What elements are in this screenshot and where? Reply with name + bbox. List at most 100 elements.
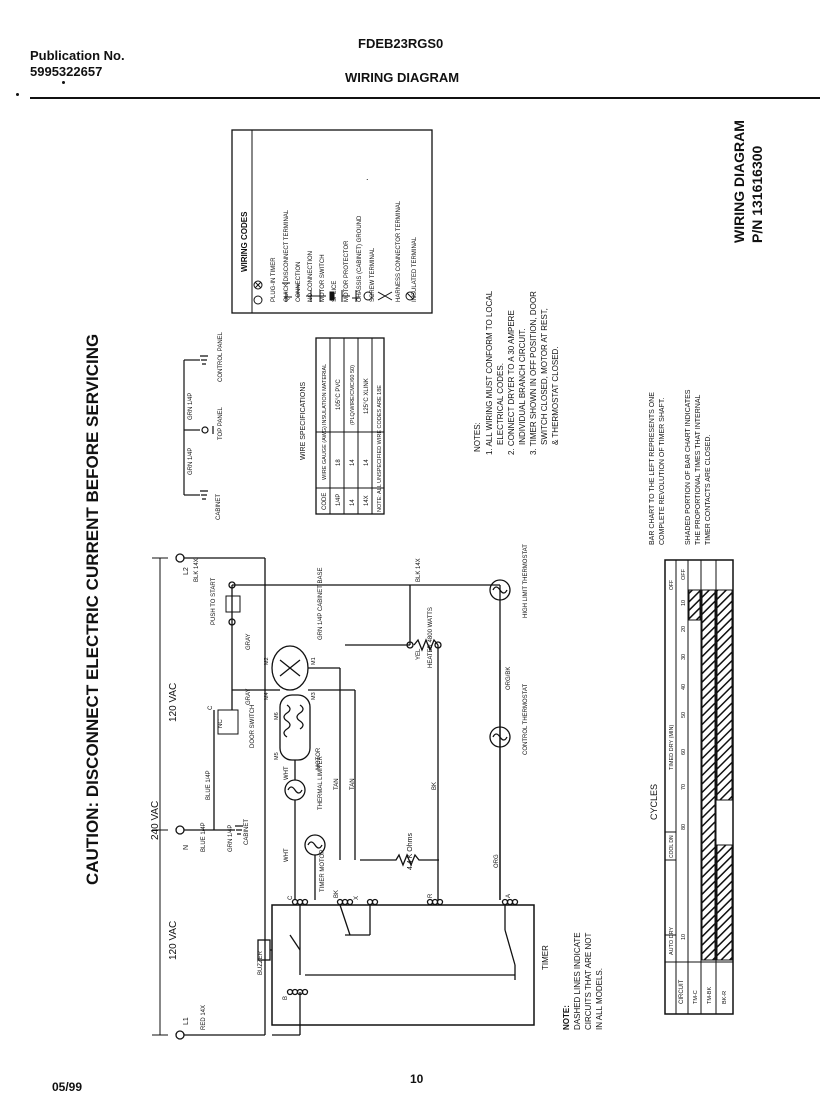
label-yel: YEL: [416, 648, 422, 660]
label-term-c: C: [288, 895, 294, 900]
wire-spec-note: NOTE: ALL UNSPECIFIED WIRE CODES ARE 18E: [377, 385, 383, 512]
wire-spec-r1-gauge: 14: [350, 459, 356, 466]
label-m5: M5: [274, 752, 280, 760]
label-bk-top: BLK 14X: [416, 558, 422, 582]
bar-chart-notes: BAR CHART TO THE LEFT REPRESENTS ONE COM…: [649, 389, 712, 545]
cycles-title: CYCLES: [649, 784, 659, 820]
wire-spec-r1-mat: (PLQ/WIRE/CMC/60 50): [350, 365, 356, 425]
bar-tm-bk: [701, 589, 716, 961]
bar-note-4: TIMER CONTACTS ARE CLOSED.: [705, 435, 712, 545]
wiring-codes-title: WIRING CODES: [240, 211, 249, 272]
svg-text:.: .: [366, 172, 369, 182]
label-m4: M4: [264, 692, 270, 700]
footer-page: 10: [410, 1072, 424, 1086]
label-blue-1: BLUE 1/4P: [201, 822, 207, 852]
label-grn-2: GRN 1/4P: [188, 393, 194, 420]
terminal-n: [175, 825, 185, 835]
speck: [62, 81, 65, 84]
bar-note-2: SHADED PORTION OF BAR CHART INDICATES: [685, 389, 692, 545]
note-line-3: INDIVIDUAL BRANCH CIRCUIT.: [518, 328, 527, 445]
cycles-off: OFF: [669, 580, 675, 590]
label-high-limit: HIGH LIMIT THERMOSTAT: [523, 544, 529, 618]
label-push-to-start: PUSH TO START: [211, 577, 217, 625]
cycles-tick-9: OFF: [681, 568, 687, 580]
label-l2: L2: [183, 567, 190, 575]
cycles-row-circuit: CIRCUIT: [679, 979, 685, 1004]
label-red: RED 14X: [201, 1005, 207, 1030]
dashed-note-2: CIRCUITS THAT ARE NOT: [584, 933, 593, 1030]
label-tan-2: TAN: [350, 778, 356, 790]
label-wht-1: WHT: [284, 766, 290, 780]
cycles-tick-6: 30: [681, 654, 687, 660]
resistor: [360, 853, 439, 867]
publication-number: 5995322657: [30, 64, 103, 79]
cycles-tick-0: 10: [681, 934, 687, 940]
wc-item-4: MOTOR SWITCH: [320, 254, 326, 302]
wc-item-7: CHASSIS (CABINET) GROUND: [357, 215, 363, 302]
label-nc: NC: [218, 719, 224, 728]
cycles-row-tm-c: TM-C: [693, 990, 699, 1004]
notes-block: NOTES: 1. ALL WIRING MUST CONFORM TO LOC…: [473, 290, 560, 455]
label-tan-1: TAN: [334, 778, 340, 790]
dashed-lines-note: NOTE: DASHED LINES INDICATE CIRCUITS THA…: [562, 932, 604, 1030]
side-title-line2: P/N 131616300: [749, 145, 765, 243]
label-buzzer: BUZZER: [258, 950, 264, 975]
label-cabinet-ground: CABINET: [216, 494, 222, 520]
wire-spec-r0-code: 1/4P: [336, 494, 342, 506]
side-title-line1: WIRING DIAGRAM: [731, 120, 747, 243]
label-org-bk: ORG/BK: [506, 667, 512, 690]
label-m2: M2: [264, 657, 270, 665]
cycles-tick-2: 70: [681, 784, 687, 790]
label-timer: TIMER: [541, 945, 550, 970]
label-240vac: 240 VAC: [150, 801, 161, 840]
timer-box: [271, 904, 535, 1026]
label-blue-2: BLUE 1/4P: [206, 770, 212, 800]
note-line-5: SWITCH CLOSED, MOTOR AT REST,: [540, 308, 549, 445]
bar-note-3: THE PROPORTIONAL TIMES THAT INTERNAL: [695, 394, 702, 545]
label-motor: MOTOR: [316, 747, 322, 770]
label-cabinet: CABINET: [244, 819, 250, 845]
label-gray-1: GRAY: [246, 633, 252, 650]
notes-title: NOTES:: [473, 422, 482, 452]
dashed-note-1: DASHED LINES INDICATE: [573, 932, 582, 1030]
wire-spec-header-gauge: WIRE GAUGE (AWG): [322, 426, 328, 480]
label-control-panel: CONTROL PANEL: [218, 331, 224, 382]
wire-specs-title: WIRE SPECIFICATIONS: [300, 382, 307, 460]
label-term-bk: BK: [334, 890, 340, 898]
label-120vac-lower: 120 VAC: [168, 921, 179, 960]
wire-spec-r2-gauge: 14: [364, 459, 370, 466]
cycles-tick-4: 50: [681, 712, 687, 718]
bar-note-1: COMPLETE REVOLUTION OF TIMER SHAFT.: [659, 398, 666, 545]
label-grn-motor: GRN 1/4P CABINET BASE: [318, 568, 324, 640]
label-bk: BK: [432, 782, 438, 790]
cycles-tick-1: 80: [681, 824, 687, 830]
label-wht-2: WHT: [284, 848, 290, 862]
heater: [413, 638, 439, 652]
cycles-tick-5: 40: [681, 684, 687, 690]
wire-spec-r2-mat: 125°C XLINK: [364, 378, 370, 414]
note-line-1: ELECTRICAL CODES.: [496, 363, 505, 445]
label-top-panel: TOP PANEL: [218, 406, 224, 440]
label-m1: M1: [311, 657, 317, 665]
dashed-note-0: NOTE:: [562, 1005, 571, 1030]
label-gray-2: GRAY: [246, 688, 252, 705]
wc-item-9: HARNESS CONNECTOR TERMINAL: [396, 200, 402, 302]
label-resistor: 4.4 K Ohms: [407, 833, 414, 870]
header-rule: [30, 97, 820, 99]
speck: [16, 93, 19, 96]
label-term-a: A: [506, 894, 512, 898]
wire-spec-r1-code: 14: [350, 499, 356, 506]
wiring-codes-box: WIRING CODES PLUG-IN TIMER QUICK DISCONN…: [231, 129, 433, 314]
high-limit-thermostat: [489, 579, 511, 601]
label-term-x: X: [354, 896, 360, 900]
cycles-row-bk-r: BK-R: [722, 991, 728, 1004]
label-grn-cab: GRN 1/4P: [228, 825, 234, 852]
label-blk: BLK 14X: [194, 558, 200, 582]
wc-item-10: INSULATED TERMINAL: [412, 236, 418, 302]
label-c-door: C: [208, 705, 214, 710]
wc-item-8: SCREW TERMINAL: [370, 247, 376, 302]
wc-item-3: NO CONNECTION: [308, 251, 314, 302]
cycles-tick-8: 10: [681, 600, 687, 606]
footer-date: 05/99: [52, 1080, 83, 1094]
publication-label: Publication No.: [30, 48, 125, 63]
